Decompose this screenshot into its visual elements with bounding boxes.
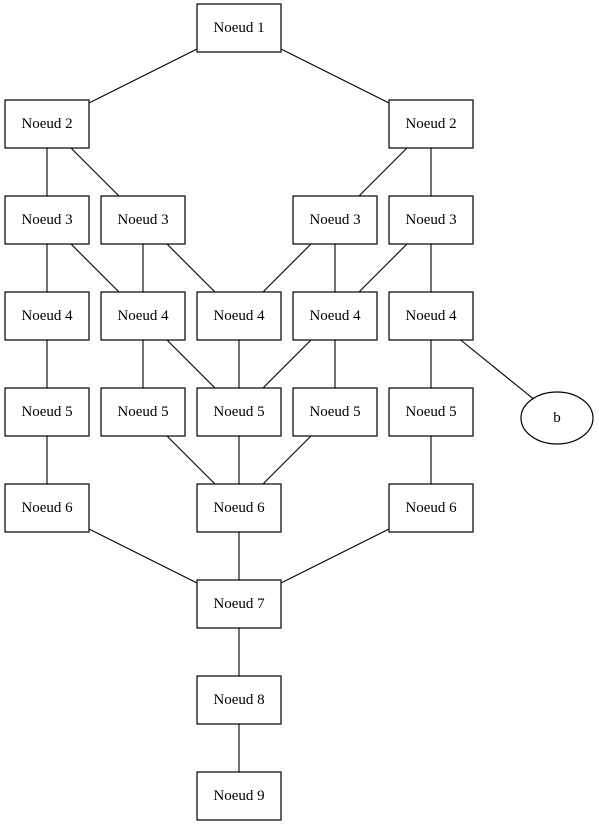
node-box (388, 99, 474, 149)
node-label: Noeud 4 (405, 308, 457, 324)
edge-n4d-n5c (262, 339, 312, 389)
edge-n3c-n4c (262, 243, 312, 293)
node-box (196, 291, 282, 341)
edges-layer (46, 48, 534, 772)
node-label: Noeud 4 (21, 308, 73, 324)
node-n5a: Noeud 5 (4, 387, 90, 437)
node-n5e: Noeud 5 (388, 387, 474, 437)
node-n1: Noeud 1 (196, 3, 282, 53)
node-label: Noeud 3 (405, 212, 456, 228)
edge-n5d-n6b (262, 435, 312, 485)
node-label: Noeud 6 (21, 500, 73, 516)
edge-n5b-n6b (166, 435, 216, 485)
node-label: Noeud 5 (21, 404, 72, 420)
edge-n3d-n4d (358, 243, 408, 293)
node-box (100, 387, 186, 437)
node-label: Noeud 3 (117, 212, 168, 228)
node-n3a: Noeud 3 (4, 195, 90, 245)
edge-n4e-b (460, 339, 534, 400)
node-n5c: Noeud 5 (196, 387, 282, 437)
node-n7: Noeud 7 (196, 579, 282, 629)
node-label: Noeud 6 (213, 500, 265, 516)
node-box (196, 771, 282, 821)
node-label: Noeud 6 (405, 500, 457, 516)
node-label: Noeud 9 (213, 788, 264, 804)
node-n3d: Noeud 3 (388, 195, 474, 245)
node-n4e: Noeud 4 (388, 291, 474, 341)
node-n6a: Noeud 6 (4, 483, 90, 533)
node-box (196, 387, 282, 437)
node-n5b: Noeud 5 (100, 387, 186, 437)
node-n4c: Noeud 4 (196, 291, 282, 341)
node-box (196, 483, 282, 533)
node-box (196, 579, 282, 629)
node-box (4, 483, 90, 533)
node-label: Noeud 8 (213, 692, 264, 708)
node-label: Noeud 4 (213, 308, 265, 324)
node-label: Noeud 5 (309, 404, 360, 420)
node-ellipse (520, 391, 594, 445)
node-box (388, 291, 474, 341)
node-box (292, 195, 378, 245)
node-box (292, 291, 378, 341)
node-n6b: Noeud 6 (196, 483, 282, 533)
node-label: Noeud 2 (405, 116, 456, 132)
node-label: b (553, 410, 561, 426)
node-n8: Noeud 8 (196, 675, 282, 725)
node-box (4, 387, 90, 437)
node-box (196, 3, 282, 53)
node-label: Noeud 3 (309, 212, 360, 228)
node-label: Noeud 3 (21, 212, 72, 228)
node-box (292, 387, 378, 437)
node-box (100, 291, 186, 341)
node-n9: Noeud 9 (196, 771, 282, 821)
edge-n2b-n3c (358, 147, 408, 197)
node-box (388, 195, 474, 245)
node-box (4, 291, 90, 341)
node-b: b (520, 391, 594, 445)
edge-n2a-n3b (70, 147, 120, 197)
node-n5d: Noeud 5 (292, 387, 378, 437)
node-label: Noeud 4 (309, 308, 361, 324)
node-label: Noeud 5 (213, 404, 264, 420)
node-label: Noeud 1 (213, 20, 264, 36)
node-box (4, 195, 90, 245)
node-box (388, 387, 474, 437)
node-n2b: Noeud 2 (388, 99, 474, 149)
edge-n1-n2b (280, 48, 390, 104)
nodes-layer: Noeud 1 Noeud 2 Noeud 2 Noeud 3 Noeud 3 Noeud… (4, 3, 594, 821)
node-n4b: Noeud 4 (100, 291, 186, 341)
node-n3c: Noeud 3 (292, 195, 378, 245)
node-n6c: Noeud 6 (388, 483, 474, 533)
node-box (388, 483, 474, 533)
node-n4a: Noeud 4 (4, 291, 90, 341)
node-label: Noeud 7 (213, 596, 265, 612)
node-label: Noeud 5 (117, 404, 168, 420)
node-label: Noeud 5 (405, 404, 456, 420)
edge-n3a-n4b (70, 243, 120, 293)
node-n3b: Noeud 3 (100, 195, 186, 245)
node-label: Noeud 2 (21, 116, 72, 132)
node-box (196, 675, 282, 725)
node-n4d: Noeud 4 (292, 291, 378, 341)
node-box (100, 195, 186, 245)
edge-n6c-n7 (280, 528, 390, 584)
edge-n4b-n5c (166, 339, 216, 389)
node-label: Noeud 4 (117, 308, 169, 324)
node-n2a: Noeud 2 (4, 99, 90, 149)
edge-n3b-n4c (166, 243, 216, 293)
node-box (4, 99, 90, 149)
edge-n6a-n7 (88, 528, 198, 584)
edge-n1-n2a (88, 48, 198, 104)
